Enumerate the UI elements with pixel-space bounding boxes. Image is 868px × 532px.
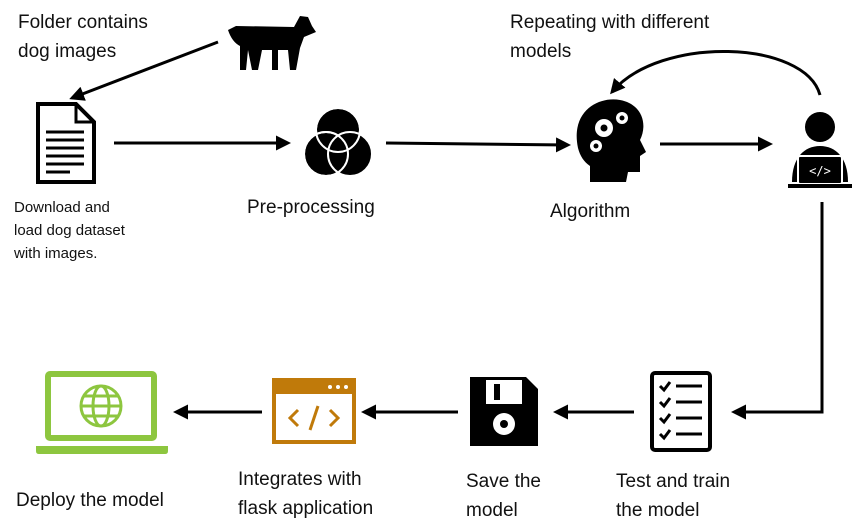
integrates-label-line1: Integrates with bbox=[238, 469, 362, 490]
laptop-globe-icon bbox=[36, 371, 168, 454]
save-label: Save the model bbox=[466, 467, 541, 525]
repeating-label-line1: Repeating with different bbox=[510, 12, 710, 33]
flow-arrows bbox=[69, 40, 824, 420]
save-label-line2: model bbox=[466, 500, 518, 521]
test-label-line2: the model bbox=[616, 500, 700, 521]
developer-icon: </> bbox=[788, 112, 852, 188]
test-label-line1: Test and train bbox=[616, 471, 731, 492]
head-gears-icon bbox=[576, 99, 646, 182]
venn-icon bbox=[303, 107, 373, 177]
test-label: Test and train the model bbox=[616, 467, 730, 525]
folder-label: Folder contains dog images bbox=[18, 8, 148, 66]
checklist-icon bbox=[650, 371, 712, 452]
dog-icon bbox=[228, 16, 316, 70]
floppy-disk-icon bbox=[470, 377, 538, 446]
save-label-line1: Save the bbox=[466, 471, 541, 492]
integrates-label: Integrates with flask application bbox=[238, 465, 373, 523]
folder-label-line1: Folder contains bbox=[18, 12, 148, 33]
arrow-preprocessing-to-algorithm bbox=[385, 137, 571, 153]
browser-code-icon bbox=[272, 378, 356, 444]
deploy-label: Deploy the model bbox=[16, 490, 164, 511]
repeating-label: Repeating with different models bbox=[510, 8, 709, 66]
download-label: Download and load dog dataset with image… bbox=[14, 196, 125, 265]
arrow-dog-to-document bbox=[69, 40, 219, 101]
download-label-line1: Download and bbox=[14, 199, 110, 216]
download-label-line3: with images. bbox=[14, 245, 98, 262]
folder-label-line2: dog images bbox=[18, 41, 117, 62]
arrow-repeat-loop bbox=[610, 49, 822, 96]
algorithm-label: Algorithm bbox=[550, 201, 631, 222]
download-label-line2: load dog dataset bbox=[14, 222, 125, 239]
repeating-label-line2: models bbox=[510, 41, 572, 62]
integrates-label-line2: flask application bbox=[238, 498, 374, 519]
arrow-developer-to-checklist bbox=[731, 202, 824, 420]
preprocessing-label: Pre-processing bbox=[247, 197, 375, 218]
document-icon bbox=[36, 102, 96, 184]
svg-text:</>: </> bbox=[809, 164, 831, 178]
